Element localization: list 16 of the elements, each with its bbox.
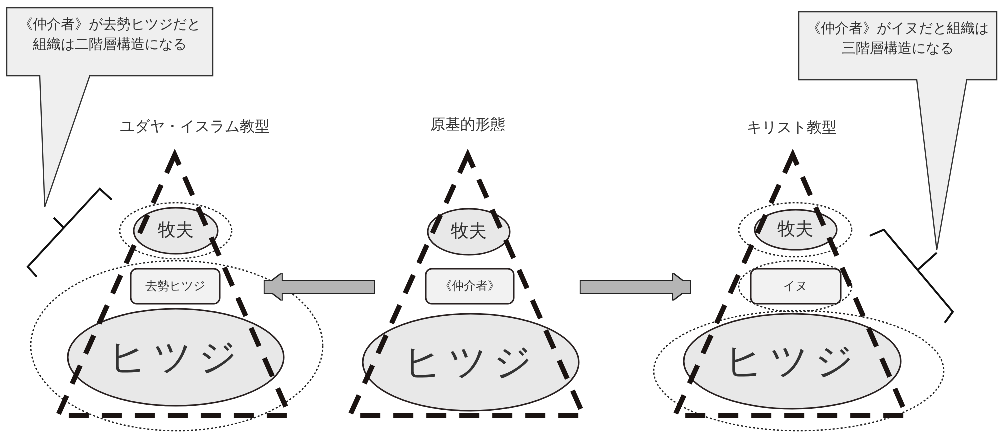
block-arrow: [264, 274, 374, 300]
node-text: 牧夫: [451, 220, 487, 244]
type-heading: キリスト教型: [747, 118, 837, 138]
type-heading: 原基的形態: [430, 116, 506, 134]
node-text: 牧夫: [158, 218, 194, 243]
node-text: ヒツジ: [404, 338, 538, 386]
node-text: 《仲介者》: [440, 278, 500, 295]
node-text: ヒツジ: [108, 334, 244, 381]
type-heading: ユダヤ・イスラム教型: [120, 118, 270, 136]
node-text: 牧夫: [778, 218, 814, 242]
node-text: イヌ: [784, 278, 808, 295]
node-text: ヒツジ: [725, 338, 860, 385]
node-text: 《仲介者》がイヌだと組織は三階層構造になる: [806, 20, 990, 60]
block-arrow: [580, 274, 690, 300]
node-text: 去勢ヒツジ: [146, 278, 206, 295]
node-text: 《仲介者》が去勢ヒツジだと組織は二階層構造になる: [18, 16, 202, 56]
